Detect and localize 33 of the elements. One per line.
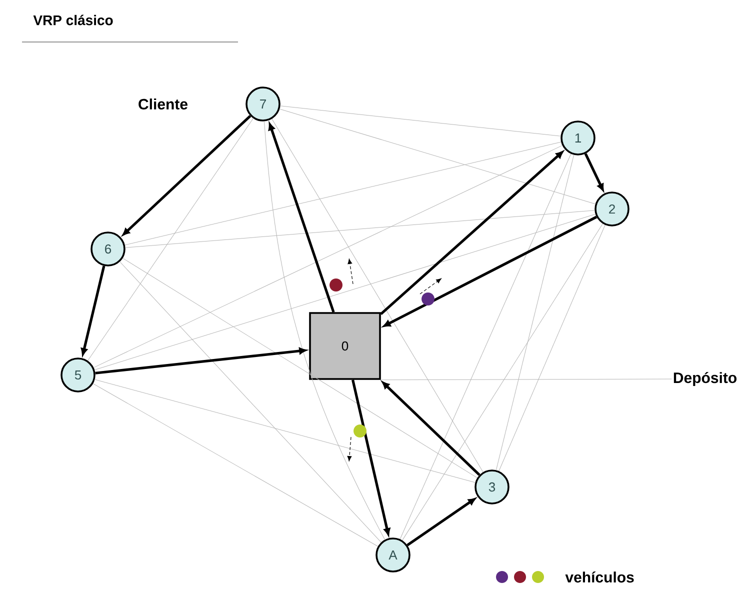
route-arrow [383,216,598,327]
leader-line [380,378,672,380]
connection-line [120,262,382,543]
route-arrow [268,123,335,313]
route-arrow [382,382,480,476]
route-arrow [406,498,476,546]
connection-line [94,214,596,370]
route-arrow [584,153,604,191]
connection-line [280,106,561,136]
route-arrow [95,348,306,374]
vehicle-label: vehículos [565,571,634,583]
route-arrow [80,266,106,356]
connection-line [402,223,603,541]
connection-line [125,210,595,248]
connection-line [122,258,478,478]
connection-line [272,118,484,472]
depot-box: 0 [309,312,381,380]
connection-line [92,383,378,547]
connection-line [498,224,606,472]
route-arrow [380,151,564,316]
connection-line [496,154,574,470]
connection-line [279,108,596,204]
node-label: Cliente [138,98,188,110]
connection-line [93,145,563,368]
connection-line [88,118,254,361]
connection-line [264,121,386,540]
connection-line [94,379,476,483]
route-arrow [352,380,390,536]
depot-label: Depósito [674,372,736,386]
title: VRP clásico [33,14,113,26]
connection-line [124,142,562,246]
connection-line [400,154,572,540]
route-arrow [122,114,252,236]
